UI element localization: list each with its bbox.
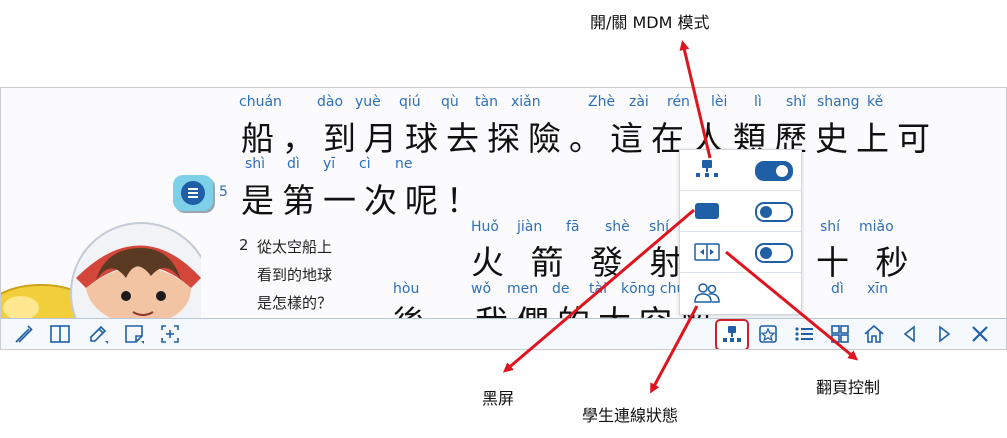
paragraph-audio-button[interactable] [173,175,213,211]
sticky-note-icon[interactable] [121,322,147,346]
callout-mdm-toggle: 開/關 MDM 模式 [590,13,710,32]
prev-page-icon[interactable] [897,322,923,346]
zoom-region-icon[interactable] [157,322,183,346]
page-control-toggle[interactable] [755,243,793,263]
home-icon[interactable] [861,322,887,346]
text-line-2: 是第一次呢！ [241,181,487,220]
menu-lines-icon [181,181,205,205]
close-icon[interactable] [967,322,993,346]
callout-black-screen: 黑屏 [482,389,515,408]
bottom-toolbar [1,318,1006,349]
grid-icon[interactable] [827,322,853,346]
toggle-knob [760,247,772,259]
page-control-row [680,232,801,273]
mdm-mode-toggle[interactable] [755,161,793,181]
mdm-mode-row [680,150,801,191]
magic-wand-icon[interactable] [11,322,37,346]
student-status-row[interactable] [680,273,801,313]
black-screen-toggle[interactable] [755,202,793,222]
black-screen-icon [692,199,722,223]
student-status-icon [692,281,722,305]
black-screen-row [680,191,801,232]
mdm-control-panel [679,149,802,315]
callout-student-status: 學生連線狀態 [582,406,679,425]
text-line-3-tail: 十 秒 [816,243,917,282]
text-line-1: 船，到月球去探險。這在人類歷史上可 [241,119,938,158]
bookmark-icon[interactable] [755,322,781,346]
pen-icon[interactable] [85,322,111,346]
paragraph-number: 5 [219,184,228,200]
next-page-icon[interactable] [931,322,957,346]
list-icon[interactable] [791,322,817,346]
question-line-3: 是怎樣的？ [257,294,333,312]
astronaut-illustration [1,222,201,318]
callout-page-control: 翻頁控制 [816,378,881,397]
two-page-icon[interactable] [47,322,73,346]
page-control-icon [692,240,722,264]
mdm-network-icon [692,158,722,182]
question-line-1: 從太空船上 [257,238,333,256]
question-line-2: 看到的地球 [257,266,333,284]
question-number: 2 [239,236,249,254]
ebook-reader-window: chuán dào yuè qiú qù tàn xiǎn Zhè zài ré… [0,87,1007,350]
toggle-knob [760,206,772,218]
mdm-network-button[interactable] [715,319,749,349]
toggle-knob [776,165,788,177]
